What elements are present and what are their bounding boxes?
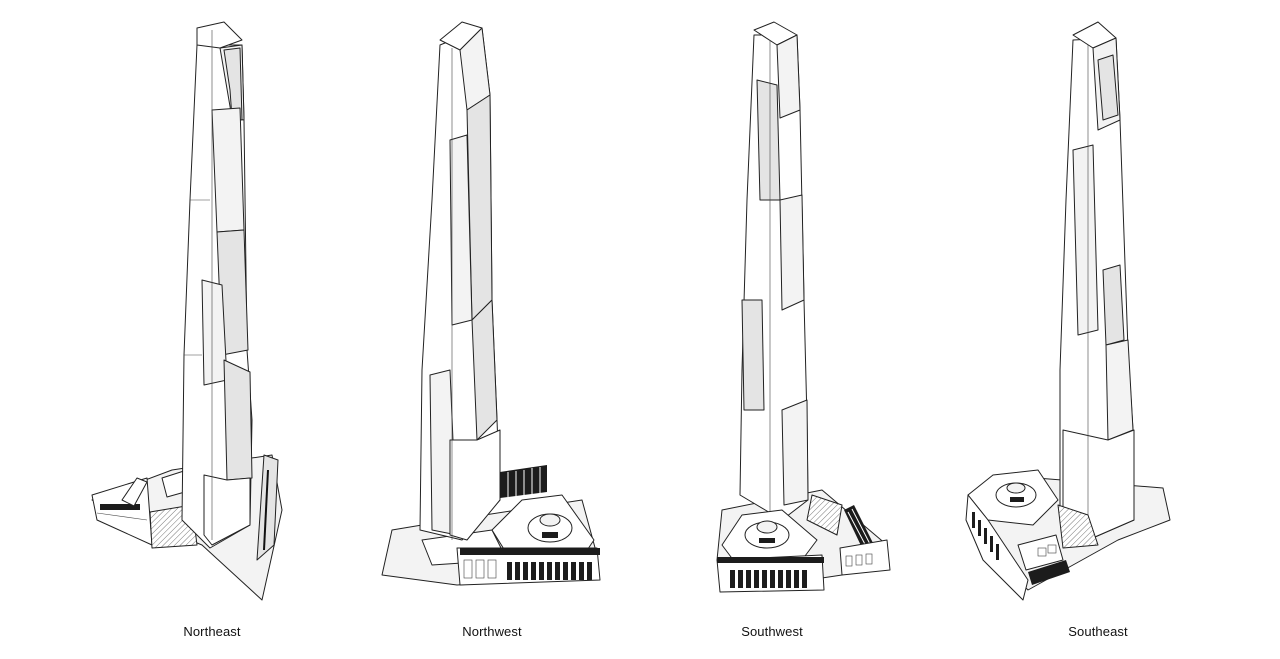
plaza-paving [1057, 504, 1099, 549]
tower-setback-4 [781, 399, 809, 506]
tower-setback-3 [471, 299, 498, 441]
view-label-northeast: Northeast [183, 624, 241, 639]
view-label-southeast: Southeast [1068, 624, 1128, 639]
tower-setback-2 [1072, 144, 1099, 336]
tower-setback-3 [741, 299, 765, 411]
tower-setback-3 [1102, 264, 1125, 346]
view-northwest: Northwest [332, 0, 652, 659]
screen-wall [844, 505, 874, 552]
podium-windows [100, 504, 140, 510]
tower-setback-2 [211, 107, 245, 233]
rotunda-dome [1006, 482, 1026, 494]
southwest-tower-drawing [716, 21, 891, 593]
rotunda-dome [539, 513, 561, 527]
tower-setback-1 [756, 79, 781, 201]
low-wing [839, 539, 891, 576]
view-label-northwest: Northwest [462, 624, 522, 639]
screen-wall [1028, 560, 1070, 585]
northeast-tower-drawing [91, 21, 283, 601]
tower-base-mass [203, 474, 251, 546]
view-northeast: Northeast [52, 0, 372, 659]
plaza-paving [806, 494, 843, 536]
podium-fin [256, 454, 279, 561]
view-southwest: Southwest [612, 0, 932, 659]
tower-setback-2 [779, 194, 805, 311]
view-label-southwest: Southwest [741, 624, 803, 639]
crown-top [196, 21, 243, 49]
southeast-tower-drawing [965, 21, 1171, 601]
tower-setback-5 [223, 359, 253, 481]
tower-setback-1 [1097, 54, 1119, 121]
tower-setback-4 [1105, 339, 1134, 441]
canopy [121, 477, 148, 507]
crown-face [776, 34, 801, 119]
rotunda-dome [756, 520, 778, 534]
tower-base-mass [449, 429, 501, 541]
northwest-tower-drawing [381, 21, 601, 586]
annex [1017, 534, 1064, 571]
view-southeast: Southeast [938, 0, 1258, 659]
